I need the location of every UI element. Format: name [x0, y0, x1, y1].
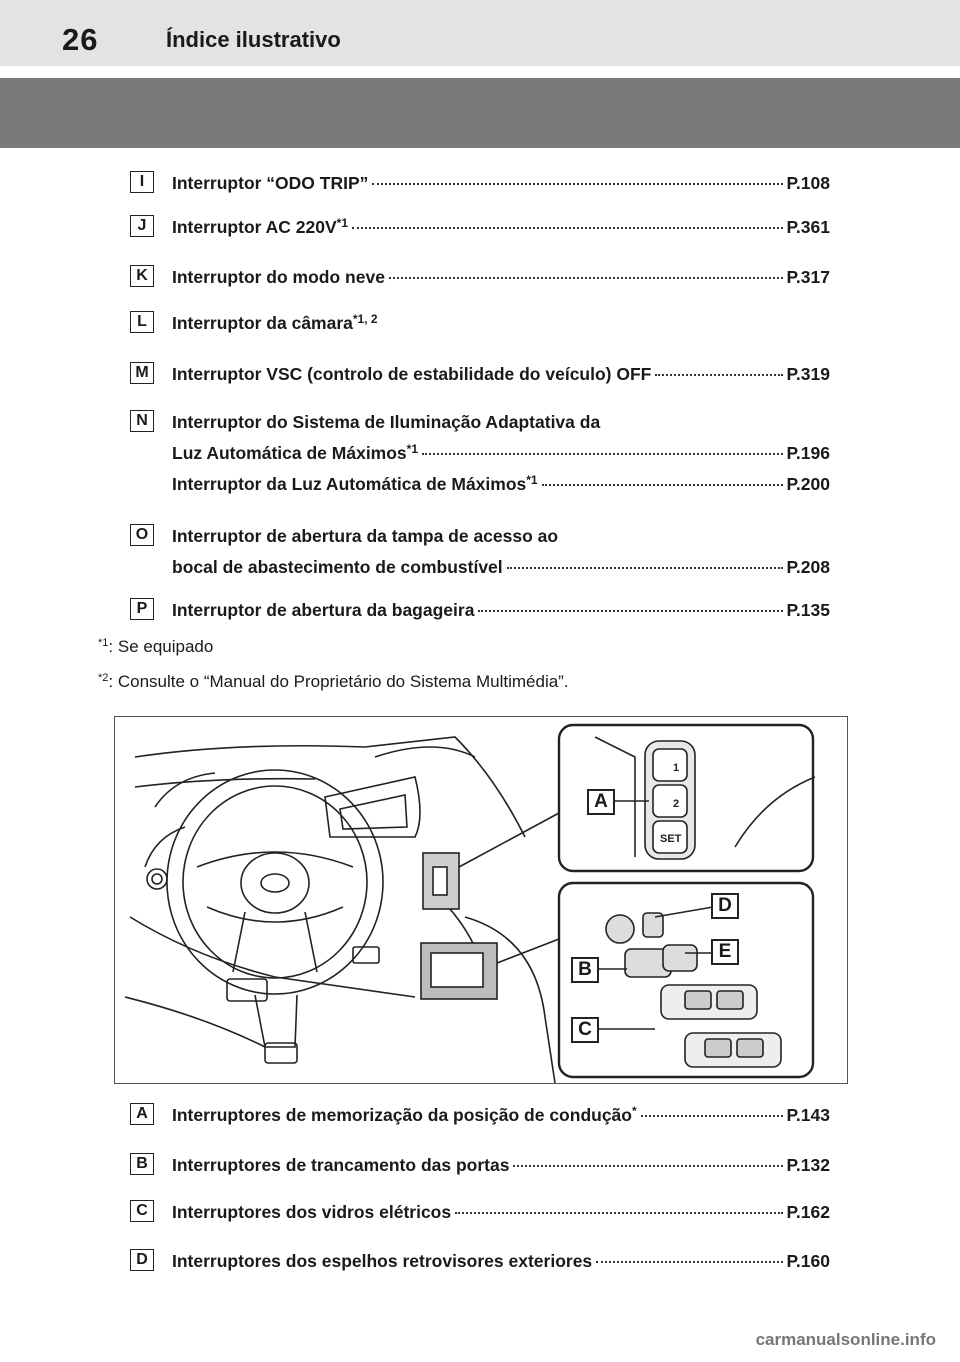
entry-label: Interruptor do Sistema de Iluminação Ada… [172, 412, 601, 432]
footnote-mark: *1, 2 [352, 312, 378, 326]
page-reference-link[interactable]: P.317 [786, 267, 830, 287]
entry-label: Interruptor de abertura da tampa de aces… [172, 526, 559, 546]
footnote-mark: *1 [336, 216, 349, 230]
entry-m: M Interruptor VSC (controlo de estabilid… [130, 359, 830, 390]
callout-c: C [571, 1017, 599, 1043]
entry-tag: C [130, 1200, 154, 1222]
page-reference-link[interactable]: P.135 [786, 600, 830, 620]
entry-d: D Interruptores dos espelhos retrovisore… [130, 1246, 830, 1277]
entry-i: I Interruptor “ODO TRIP” P.108 [130, 168, 830, 199]
entry-a: A Interruptores de memorização da posiçã… [130, 1100, 830, 1131]
page-reference-link[interactable]: P.132 [786, 1155, 830, 1175]
footnote-2: *2: Consulte o “Manual do Proprietário d… [98, 672, 569, 691]
entry-label: Interruptor VSC (controlo de estabilidad… [172, 364, 652, 384]
entry-label: Interruptor de abertura da bagageira [172, 600, 475, 620]
page-reference-link[interactable]: P.319 [786, 364, 830, 384]
entry-label: bocal de abastecimento de combustível [172, 557, 503, 577]
section-title: Índice ilustrativo [166, 27, 341, 52]
entry-label: Interruptores de trancamento das portas [172, 1155, 510, 1175]
entry-tag: K [130, 265, 154, 287]
entry-label: Interruptor da Luz Automática de Máximos… [172, 473, 538, 494]
entry-tag: A [130, 1103, 154, 1125]
entry-tag: I [130, 171, 154, 193]
entry-l: L Interruptor da câmara*1, 2 [130, 308, 830, 339]
page-number: 26 [62, 22, 99, 57]
entry-label: Interruptor da câmara*1, 2 [172, 312, 378, 333]
memory-2-label: 2 [673, 798, 679, 810]
footnote-mark: * [631, 1104, 637, 1118]
page-reference-link[interactable]: P.200 [786, 474, 830, 494]
entry-c: C Interruptores dos vidros elétricos P.16… [130, 1197, 830, 1228]
entry-o: O Interruptor de abertura da tampa de ac… [130, 521, 830, 583]
entry-label: Interruptor do modo neve [172, 267, 385, 287]
footnote-mark: *1 [526, 473, 538, 487]
entry-label: Interruptores de memorização da posição … [172, 1104, 637, 1125]
callout-b: B [571, 957, 599, 983]
page-reference-link[interactable]: P.143 [786, 1105, 830, 1125]
entry-tag: M [130, 362, 154, 384]
page-reference-link[interactable]: P.361 [786, 217, 830, 237]
entry-k: K Interruptor do modo neve P.317 [130, 262, 830, 293]
entry-tag: L [130, 311, 154, 333]
callout-d: D [711, 893, 739, 919]
callout-e: E [711, 939, 739, 965]
entry-b: B Interruptores de trancamento das porta… [130, 1150, 830, 1181]
entry-tag: N [130, 410, 154, 432]
page-reference-link[interactable]: P.208 [786, 557, 830, 577]
footnote-mark: *1 [406, 442, 419, 456]
entry-j: J Interruptor AC 220V*1 P.361 [130, 212, 830, 243]
entry-label: Interruptor “ODO TRIP” [172, 173, 369, 193]
entry-tag: O [130, 524, 154, 546]
page-reference-link[interactable]: P.196 [786, 443, 830, 463]
entry-p: P Interruptor de abertura da bagageira P.… [130, 595, 830, 626]
callout-a: A [587, 789, 615, 815]
dashboard-drawing: 1 2 SET [124, 723, 816, 1083]
section-banner [0, 78, 960, 148]
watermark: carmanualsonline.info [755, 1330, 936, 1349]
entry-label: Interruptor AC 220V*1 [172, 216, 349, 237]
entry-label: Luz Automática de Máximos*1 [172, 442, 419, 463]
entry-label: Interruptores dos vidros elétricos [172, 1202, 452, 1222]
page-reference-link[interactable]: P.162 [786, 1202, 830, 1222]
entry-label: Interruptores dos espelhos retrovisores … [172, 1251, 593, 1271]
entry-n: N Interruptor do Sistema de Iluminação A… [130, 407, 830, 500]
entry-tag: D [130, 1249, 154, 1271]
footnote-1: *1: Se equipado [98, 637, 214, 656]
interior-illustration: 1 2 SET A D E B C [114, 716, 848, 1084]
entry-tag: P [130, 598, 154, 620]
page-reference-link[interactable]: P.108 [786, 173, 830, 193]
header-band [0, 0, 960, 66]
entry-tag: B [130, 1153, 154, 1175]
set-label: SET [660, 833, 682, 845]
entry-tag: J [130, 215, 154, 237]
memory-1-label: 1 [673, 762, 679, 774]
page-reference-link[interactable]: P.160 [786, 1251, 830, 1271]
